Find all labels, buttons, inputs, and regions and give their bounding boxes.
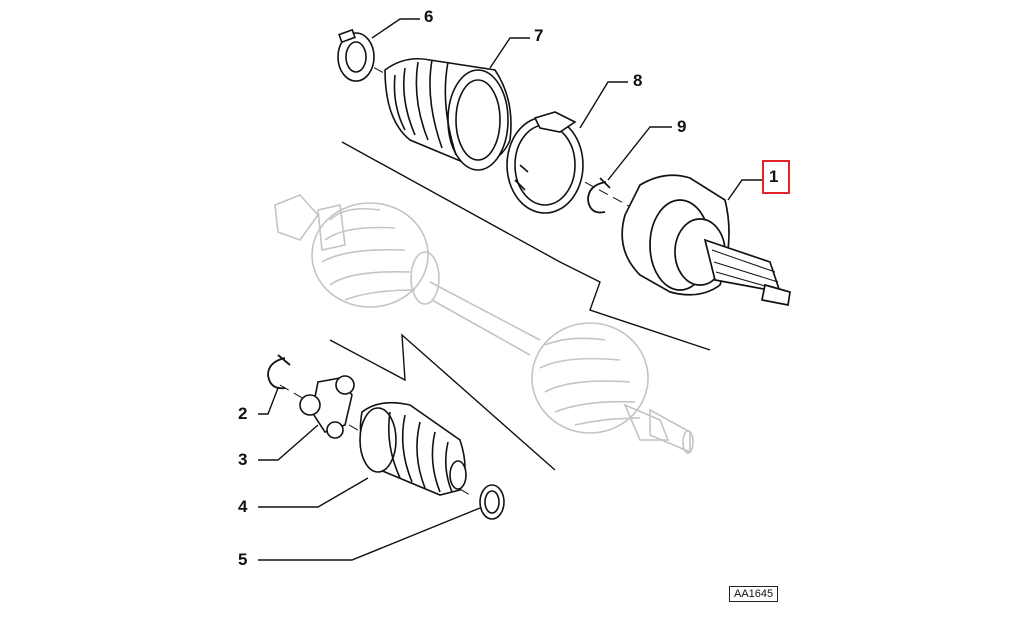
part-1-outer-cv-joint bbox=[621, 174, 791, 307]
part-3-tripod bbox=[299, 375, 355, 439]
drawing-code-badge: AA1645 bbox=[729, 586, 779, 603]
callout-label-2: 2 bbox=[238, 404, 248, 423]
leader-lines bbox=[258, 18, 764, 561]
callout-label-7: 7 bbox=[534, 26, 544, 45]
part-8-large-clamp bbox=[506, 111, 584, 214]
part-9-circlip bbox=[587, 177, 611, 214]
callout-highlight-1 bbox=[762, 160, 790, 194]
assembled-axle-ghost bbox=[274, 194, 694, 454]
callout-label-9: 9 bbox=[677, 117, 687, 136]
callout-label-4: 4 bbox=[238, 497, 248, 516]
callout-label-5: 5 bbox=[238, 550, 248, 569]
part-2-snap-ring bbox=[267, 354, 291, 390]
callout-label-6: 6 bbox=[424, 7, 434, 26]
callout-label-3: 3 bbox=[238, 450, 248, 469]
part-7-outer-boot bbox=[384, 57, 512, 171]
callout-label-1: 1 bbox=[769, 167, 779, 186]
break-lines bbox=[329, 141, 711, 471]
callout-label-8: 8 bbox=[633, 71, 643, 90]
part-6-small-clamp bbox=[337, 28, 375, 82]
part-5-small-clamp bbox=[479, 484, 505, 520]
part-4-inner-boot bbox=[359, 401, 467, 496]
